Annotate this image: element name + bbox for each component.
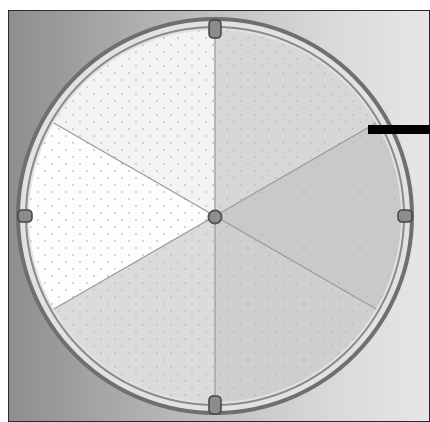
rim-clip-bottom bbox=[209, 396, 221, 414]
rim-clip-right bbox=[398, 210, 412, 222]
rim-clip-top bbox=[209, 20, 221, 38]
rim-clip-left bbox=[18, 210, 32, 222]
spinner-pointer bbox=[368, 125, 430, 134]
wheel-center-hub[interactable] bbox=[209, 211, 222, 224]
